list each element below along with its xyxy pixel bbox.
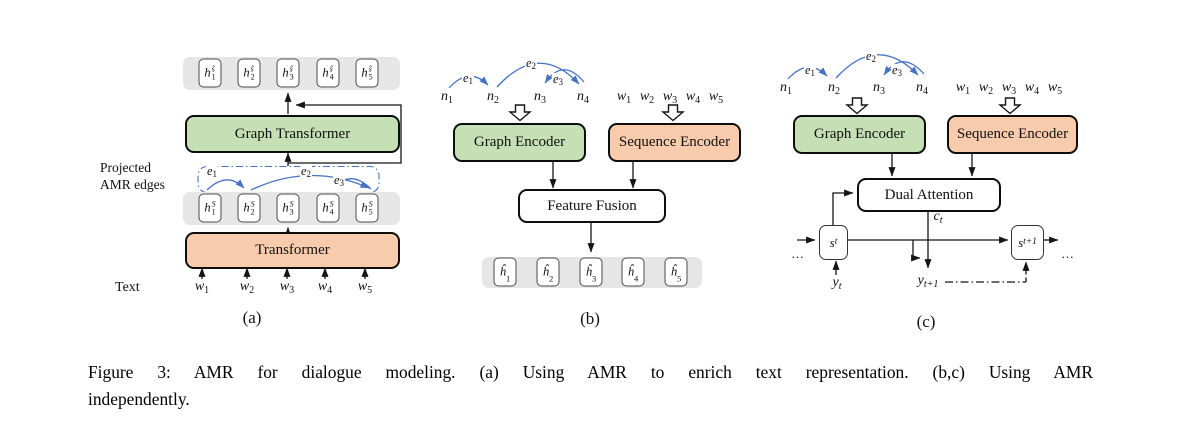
token-w4: w4 <box>317 279 333 296</box>
feature-fusion-box: Feature Fusion <box>518 189 666 223</box>
node-n2: n2 <box>828 80 840 97</box>
node-n1: n1 <box>780 80 792 97</box>
node-n3: n3 <box>534 89 546 106</box>
state-t1-base: s <box>1018 235 1024 250</box>
sequence-encoder-box: Sequence Encoder <box>947 115 1078 154</box>
edge-label-e3: e3 <box>551 72 565 87</box>
block-arrow-sequence-input <box>998 97 1022 115</box>
token-w4: w4 <box>685 89 701 106</box>
caption-line-2: independently. <box>88 388 190 409</box>
dual-attention-label: Dual Attention <box>884 186 974 203</box>
token-w5: w5 <box>1047 80 1063 97</box>
block-arrow-graph-input <box>508 104 532 122</box>
sequence-encoder-label: Sequence Encoder <box>618 134 731 150</box>
node-n2: n2 <box>487 89 499 106</box>
projected-label-line2: AMR edges <box>100 176 165 192</box>
token-w1: w1 <box>955 80 971 97</box>
feature-fusion-label: Feature Fusion <box>547 197 637 214</box>
edge-label-e2: e2 <box>299 164 313 179</box>
token-w5: w5 <box>708 89 724 106</box>
ellipsis-right: ... <box>1061 246 1075 261</box>
token-w2: w2 <box>639 89 655 106</box>
edge-label-e1: e1 <box>461 71 475 86</box>
ellipsis-left: ... <box>791 246 805 261</box>
sequence-encoder-label: Sequence Encoder <box>956 126 1069 142</box>
token-w5: w5 <box>357 279 373 296</box>
residual-skip-line <box>288 101 402 164</box>
edge-label-e1: e1 <box>205 164 219 179</box>
text-label: Text <box>115 280 140 295</box>
node-n4: n4 <box>916 80 928 97</box>
edge-arc-e3 <box>544 69 585 84</box>
edge-label-e2: e2 <box>864 49 878 64</box>
panel-a-amr-edges <box>197 165 380 194</box>
transformer-label: Transformer <box>255 242 330 258</box>
state-to-output-jog <box>911 240 921 262</box>
panel-b-caption: (b) <box>580 309 600 328</box>
node-n4: n4 <box>577 89 589 106</box>
edge-label-e2: e2 <box>524 56 538 71</box>
edge-label-e3: e3 <box>890 63 904 78</box>
output-token-yt1: yt+1 <box>917 273 939 290</box>
token-w3: w3 <box>1001 80 1017 97</box>
graph-encoder-box: Graph Encoder <box>453 123 586 162</box>
panel-c-connectors <box>797 97 1059 283</box>
transformer-box: Transformer <box>185 232 400 269</box>
token-w2: w2 <box>239 279 255 296</box>
token-w1: w1 <box>194 279 210 296</box>
sequence-encoder-box: Sequence Encoder <box>608 123 741 162</box>
projected-amr-edges-label: Projected AMR edges <box>100 160 165 194</box>
block-arrow-graph-input <box>845 97 869 115</box>
node-n3: n3 <box>873 80 885 97</box>
block-arrow-sequence-input <box>661 104 685 122</box>
panel-b-connectors <box>508 104 685 253</box>
edge-arc-e2 <box>496 62 580 88</box>
projected-label-line1: Projected <box>100 160 151 175</box>
token-w3: w3 <box>279 279 295 296</box>
context-vector-label: ct <box>933 209 943 226</box>
panel-c-caption: (c) <box>916 312 936 331</box>
caption-line-1: Figure 3: AMR for dialogue modeling. (a)… <box>88 362 1093 382</box>
panel-a-connectors <box>198 92 402 279</box>
graph-transformer-box: Graph Transformer <box>185 115 400 153</box>
state-t-base: s <box>829 235 835 250</box>
token-w2: w2 <box>978 80 994 97</box>
graph-transformer-label: Graph Transformer <box>234 125 351 142</box>
token-w4: w4 <box>1024 80 1040 97</box>
graph-encoder-label: Graph Encoder <box>813 126 906 142</box>
input-token-yt: yt <box>832 275 842 292</box>
edge-label-e1: e1 <box>803 63 817 78</box>
edge-label-e3: e3 <box>332 173 346 188</box>
state-to-attention-line <box>832 189 854 225</box>
graph-encoder-box: Graph Encoder <box>793 115 926 154</box>
state-t-sub: t <box>834 236 838 247</box>
token-w3: w3 <box>662 89 678 106</box>
node-n1: n1 <box>441 89 453 106</box>
dual-attention-box: Dual Attention <box>857 178 1001 212</box>
token-w1: w1 <box>616 89 632 106</box>
graph-encoder-label: Graph Encoder <box>473 134 566 150</box>
edge-arc-e1 <box>206 179 245 191</box>
state-t1-sub: t+1 <box>1023 236 1037 247</box>
panel-a-caption: (a) <box>242 308 262 327</box>
edge-arc-e3 <box>883 61 925 76</box>
figure-caption: Figure 3: AMR for dialogue modeling. (a)… <box>88 359 1093 412</box>
